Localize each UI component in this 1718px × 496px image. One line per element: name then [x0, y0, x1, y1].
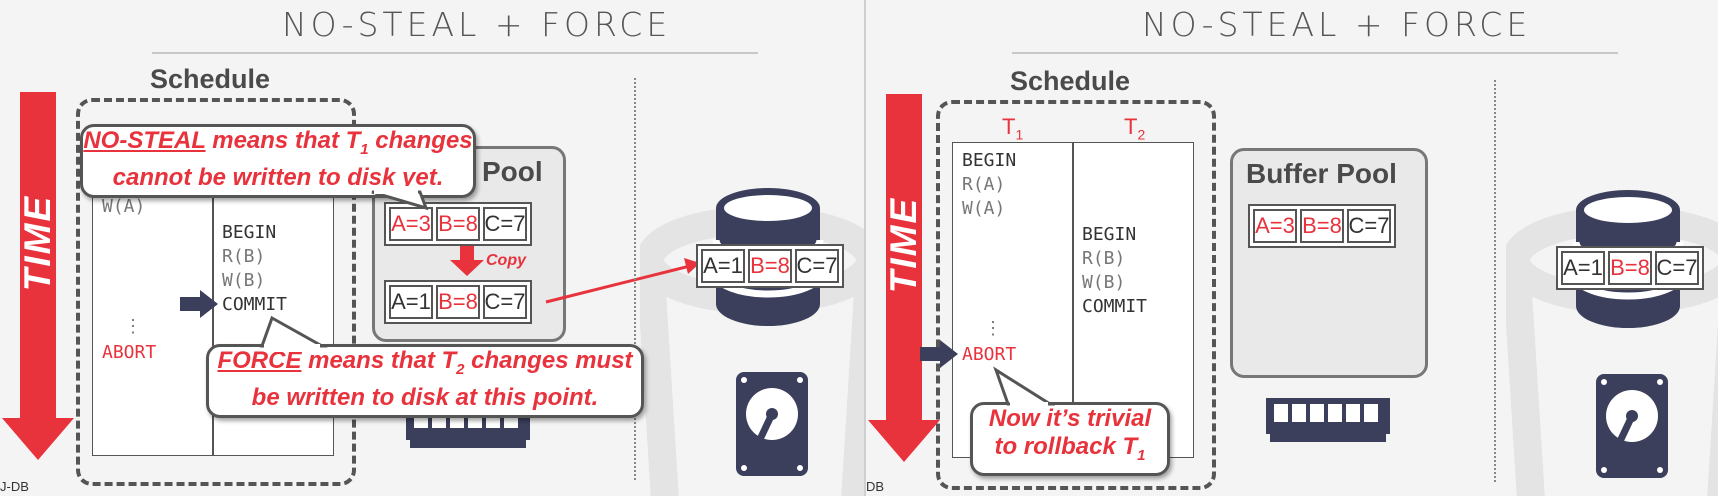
t1-ellipsis: ⋮ — [124, 316, 142, 337]
slide-left: NO-STEAL + FORCE TIME Schedule W(A) BEGI… — [0, 5, 864, 496]
schedule-label: Schedule — [150, 64, 271, 94]
schedule-label: Schedule — [1010, 66, 1131, 96]
schedule-box — [76, 98, 356, 486]
t2-op-read-b: R(B) — [222, 246, 266, 267]
t2-header: T2 — [1124, 114, 1146, 143]
page-a: A=3 — [389, 207, 433, 241]
page-c: C=7 — [483, 207, 527, 241]
page-b: B=8 — [1300, 209, 1344, 243]
t2-op-write-b: W(B) — [1082, 272, 1126, 293]
slide-title: NO-STEAL + FORCE — [282, 5, 672, 44]
callout-rollback-tail — [993, 366, 1056, 410]
database-icon — [1572, 190, 1684, 328]
t1-ellipsis: ⋮ — [984, 318, 1002, 339]
disk-page-a: A=1 — [1561, 251, 1605, 285]
disk-page-a: A=1 — [701, 249, 745, 283]
title-underline — [1012, 52, 1618, 54]
t1-op-read-a: R(A) — [962, 174, 1006, 195]
time-arrow-icon — [868, 94, 940, 462]
t1-op-write-a: W(A) — [102, 196, 146, 217]
column-separator — [212, 143, 214, 455]
disk-pages: A=1 B=8 C=7 — [696, 244, 844, 288]
title-underline — [152, 52, 758, 54]
callout-force-tail — [259, 315, 328, 348]
t1-op-write-a: W(A) — [962, 198, 1006, 219]
footer-text: J-DB — [0, 479, 29, 494]
schedule-box — [936, 100, 1216, 490]
buffer-pool-box — [1230, 148, 1428, 378]
t2-op-begin: BEGIN — [222, 222, 277, 243]
t2-op-begin: BEGIN — [1082, 224, 1137, 245]
disk-pages: A=1 B=8 C=7 — [1556, 246, 1704, 290]
copied-pages: A=1 B=8 C=7 — [384, 280, 532, 324]
hard-disk-icon — [736, 372, 808, 476]
column-separator — [1072, 143, 1074, 457]
slide-right: NO-STEAL + FORCE TIME Schedule T1 T2 BEG… — [866, 0, 1718, 496]
t2-op-read-b: R(B) — [1082, 248, 1126, 269]
t1-op-begin: BEGIN — [962, 150, 1017, 171]
t1-op-abort: ABORT — [962, 344, 1017, 365]
slide-divider — [864, 0, 866, 496]
page-b: B=8 — [436, 207, 480, 241]
disk-page-b: B=8 — [1608, 251, 1652, 285]
memory-disk-separator — [1494, 80, 1496, 482]
buffer-pool-pages: A=3 B=8 C=7 — [1248, 204, 1396, 248]
t1-op-abort: ABORT — [102, 342, 157, 363]
buffer-pool-label: Pool — [482, 156, 543, 187]
copy-page-a: A=1 — [389, 285, 433, 319]
disk-page-c: C=7 — [795, 249, 839, 283]
slide-title: NO-STEAL + FORCE — [1142, 5, 1532, 44]
page-c: C=7 — [1347, 209, 1391, 243]
disk-page-c: C=7 — [1655, 251, 1699, 285]
callout-term: NO-STEAL — [83, 127, 206, 154]
footer-text: DB — [866, 479, 885, 494]
copy-page-c: C=7 — [483, 285, 527, 319]
t1-header: T1 — [1002, 114, 1024, 143]
copy-page-b: B=8 — [436, 285, 480, 319]
buffer-pool-pages: A=3 B=8 C=7 — [384, 202, 532, 246]
buffer-pool-label: Buffer Pool — [1246, 158, 1397, 189]
page-a: A=3 — [1253, 209, 1297, 243]
copy-arrow-icon — [450, 246, 484, 276]
time-arrow-icon — [2, 92, 74, 460]
t2-op-write-b: W(B) — [222, 270, 266, 291]
t2-op-commit: COMMIT — [1082, 296, 1148, 317]
callout-no-steal: NO-STEAL means that T1 changes cannot be… — [80, 124, 476, 198]
disk-page-b: B=8 — [748, 249, 792, 283]
current-step-pointer-icon — [180, 290, 218, 318]
copy-label: Copy — [486, 252, 526, 269]
t2-op-commit: COMMIT — [222, 294, 288, 315]
hard-disk-icon — [1596, 374, 1668, 478]
callout-force: FORCE means that T2 changes must be writ… — [206, 344, 644, 418]
memory-disk-separator — [634, 78, 636, 480]
current-step-pointer-icon — [920, 340, 958, 368]
callout-no-steal-tail — [371, 190, 429, 211]
ram-module-icon — [1266, 398, 1390, 442]
